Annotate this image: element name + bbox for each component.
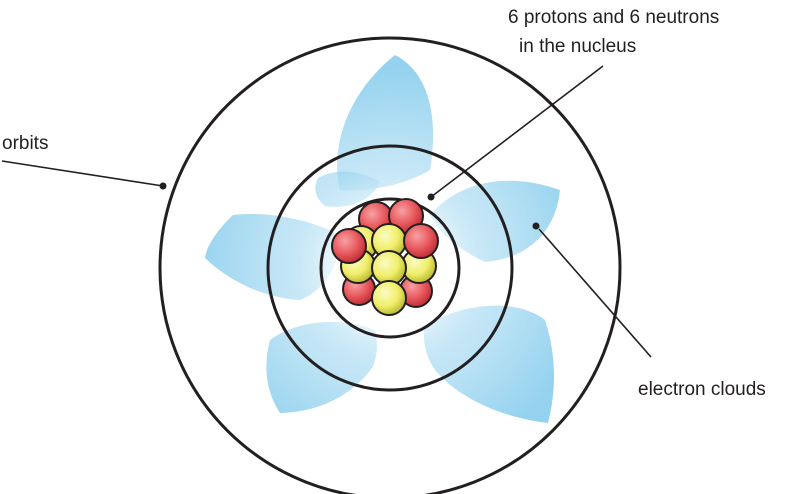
leader-lines <box>1 65 652 358</box>
electron-cloud-petal-upper-right <box>430 180 560 262</box>
electron-cloud-petal-lower-right <box>423 305 554 423</box>
proton <box>331 228 367 264</box>
clouds-leader-dot <box>532 222 540 230</box>
clouds-leader-line <box>538 228 652 358</box>
nucleus-boundary <box>319 197 461 339</box>
nucleus-label-line1: 6 protons and 6 neutrons <box>508 7 719 28</box>
nucleus-leader-line <box>430 65 604 198</box>
neutron <box>371 250 407 286</box>
nucleus-label-line2: in the nucleus <box>519 36 636 57</box>
nucleus-leader-dot <box>427 193 435 201</box>
orbits-group <box>158 36 622 494</box>
electron-cloud-petal-left <box>205 214 340 300</box>
electron-clouds-label: electron clouds <box>638 379 766 400</box>
proton <box>403 223 439 259</box>
inner-orbit <box>266 144 514 392</box>
orbits-leader-line <box>1 160 164 187</box>
neutron <box>371 280 407 316</box>
nucleus <box>331 198 439 316</box>
electron-cloud-wisp <box>315 171 380 207</box>
leader-dots <box>159 182 540 230</box>
electron-cloud-petal-top <box>337 55 434 191</box>
orbits-label: orbits <box>2 133 48 154</box>
orbits-leader-dot <box>159 182 167 190</box>
outer-orbit <box>158 36 622 494</box>
